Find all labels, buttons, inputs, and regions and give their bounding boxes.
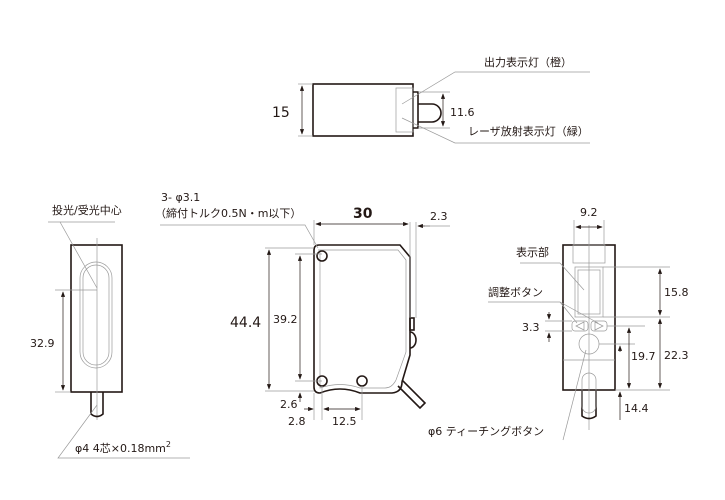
side-height-dim: 32.9	[30, 337, 55, 350]
display-dim: 15.8	[664, 286, 689, 299]
adjust-button-right[interactable]	[590, 320, 608, 332]
top-height-dim: 15	[272, 105, 290, 121]
teach-button-label: φ6 ティーチングボタン	[428, 424, 544, 438]
adjust-buttons-label: 調整ボタン	[488, 285, 543, 299]
top-lens-dim: 11.6	[450, 106, 475, 119]
display-label: 表示部	[516, 245, 549, 259]
top-view: 15 11.6 出力表示灯（橙） レーザ放射表示灯（緑）	[272, 55, 590, 144]
cable-dim: 14.4	[624, 402, 649, 415]
front-view: 30 2.3 44.4 39.2 2.6 2.8 12.5 3- φ3.1 （締…	[155, 191, 450, 428]
rear-cable	[581, 390, 597, 420]
hole-pitch-v-dim: 39.2	[273, 313, 298, 326]
laser-indicator-label: レーザ放射表示灯（緑）	[468, 124, 589, 138]
output-indicator-label: 出力表示灯（橙）	[484, 55, 572, 69]
hole-offset-v-dim: 2.6	[280, 398, 298, 411]
mount-hole	[316, 250, 328, 262]
cable-spec-label: φ4 4芯×0.18mm2	[75, 440, 171, 455]
rear-width-dim: 9.2	[580, 206, 598, 219]
adjust-button-left[interactable]	[571, 320, 589, 332]
total-dim: 22.3	[664, 349, 689, 362]
front-cable	[397, 379, 427, 410]
side-body	[70, 244, 123, 393]
side-cable	[90, 392, 104, 418]
side-view: 32.9 投光/受光中心 φ4 4芯×0.18mm2	[30, 203, 190, 459]
front-step-dim: 2.3	[430, 210, 448, 223]
front-height-dim: 44.4	[230, 315, 261, 331]
holes-label: 3- φ3.1	[161, 191, 200, 204]
rear-view: 9.2 表示部 調整ボタン 3.3 15.8 22.3 19.7 14.4 φ6…	[428, 206, 689, 441]
button-dim: 3.3	[522, 321, 540, 334]
mount-hole	[356, 375, 368, 387]
front-width-dim: 30	[353, 206, 373, 222]
optical-center-label: 投光/受光中心	[52, 203, 122, 217]
front-body	[313, 244, 411, 394]
torque-label: （締付トルク0.5N・m以下）	[155, 206, 301, 220]
hole-offset-h-dim: 2.8	[288, 415, 306, 428]
hole-pitch-h-dim: 12.5	[332, 415, 357, 428]
teach-dim: 19.7	[631, 350, 656, 363]
top-lens	[418, 103, 442, 123]
top-body	[312, 83, 414, 137]
